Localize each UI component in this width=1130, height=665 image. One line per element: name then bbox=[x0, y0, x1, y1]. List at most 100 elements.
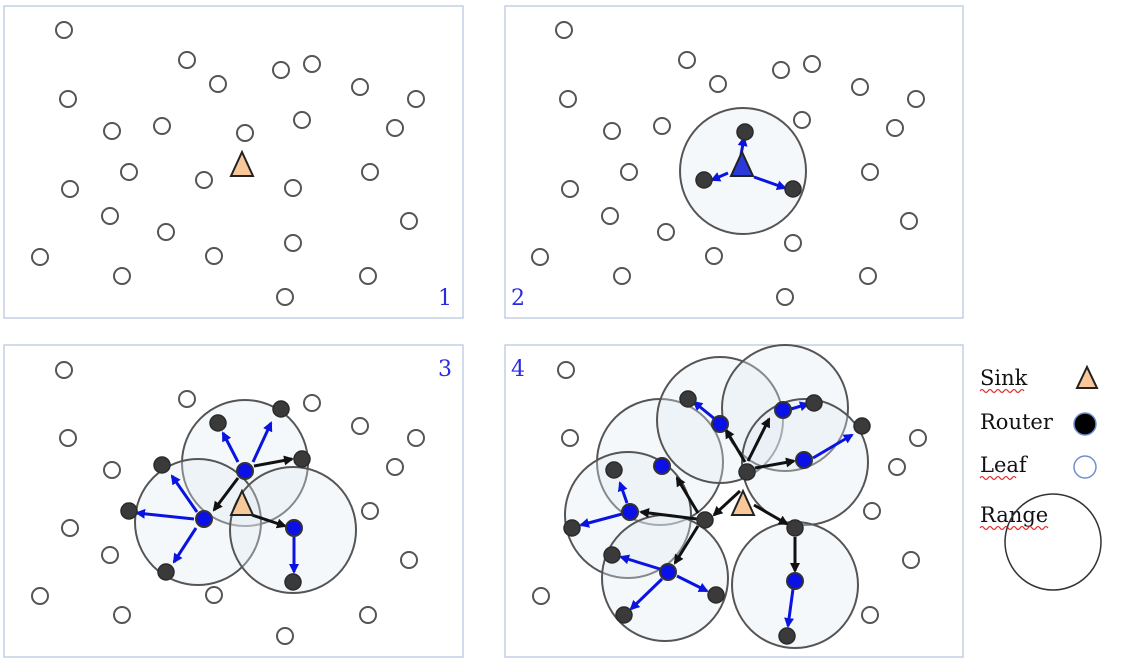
sink-triangle-icon bbox=[729, 149, 755, 177]
sink-triangle-icon bbox=[229, 488, 255, 516]
leaf-node bbox=[276, 288, 294, 306]
leaf-node bbox=[400, 551, 418, 569]
leaf-node bbox=[236, 124, 254, 142]
panel-2-frame bbox=[504, 5, 964, 319]
leaf-node bbox=[59, 429, 77, 447]
active-router-node bbox=[195, 510, 213, 528]
leaf-node bbox=[613, 267, 631, 285]
panel-3-frame bbox=[3, 344, 464, 658]
active-router-node bbox=[653, 457, 671, 475]
leaf-node bbox=[709, 75, 727, 93]
leaf-node bbox=[561, 429, 579, 447]
router-node bbox=[209, 414, 227, 432]
router-node bbox=[615, 606, 633, 624]
leaf-node bbox=[31, 587, 49, 605]
legend-router-icon bbox=[1073, 412, 1097, 436]
leaf-nodes bbox=[31, 21, 927, 645]
router-node bbox=[738, 463, 756, 481]
leaf-node bbox=[784, 234, 802, 252]
leaf-node bbox=[209, 75, 227, 93]
active-router-node bbox=[711, 415, 729, 433]
leaf-node bbox=[557, 361, 575, 379]
active-router-node bbox=[659, 563, 677, 581]
leaf-node bbox=[678, 51, 696, 69]
panel-number-1: 1 bbox=[438, 286, 452, 311]
panel-1-frame bbox=[3, 5, 464, 319]
leaf-node bbox=[361, 163, 379, 181]
router-node bbox=[605, 461, 623, 479]
leaf-node bbox=[59, 90, 77, 108]
router-node bbox=[736, 123, 754, 141]
panel-4-frame bbox=[504, 344, 964, 658]
leaf-node bbox=[351, 78, 369, 96]
panel-number-3: 3 bbox=[438, 357, 452, 382]
leaf-node bbox=[276, 627, 294, 645]
leaf-node bbox=[103, 122, 121, 140]
leaf-node bbox=[284, 234, 302, 252]
sink-nodes bbox=[229, 149, 756, 516]
leaf-node bbox=[153, 117, 171, 135]
leaf-node bbox=[272, 61, 290, 79]
leaf-node bbox=[531, 248, 549, 266]
leaf-node bbox=[902, 551, 920, 569]
leaf-node bbox=[61, 180, 79, 198]
leaf-node bbox=[361, 502, 379, 520]
panel-number-4: 4 bbox=[511, 357, 525, 382]
legend-leaf-icon bbox=[1073, 455, 1097, 479]
active-router-node bbox=[236, 462, 254, 480]
leaf-node bbox=[653, 117, 671, 135]
leaf-node bbox=[886, 119, 904, 137]
leaf-node bbox=[851, 78, 869, 96]
leaf-node bbox=[861, 163, 879, 181]
router-node bbox=[153, 456, 171, 474]
sink-triangle-icon bbox=[229, 149, 255, 177]
leaf-node bbox=[532, 587, 550, 605]
leaf-node bbox=[284, 179, 302, 197]
router-node bbox=[563, 519, 581, 537]
legend-sink-triangle-icon bbox=[1075, 364, 1099, 389]
leaf-node bbox=[113, 606, 131, 624]
router-node bbox=[157, 563, 175, 581]
leaf-node bbox=[561, 180, 579, 198]
router-node bbox=[853, 417, 871, 435]
leaf-node bbox=[601, 207, 619, 225]
leaf-node bbox=[120, 163, 138, 181]
legend-range-circle-icon bbox=[1004, 493, 1102, 591]
router-node bbox=[707, 586, 725, 604]
active-router-node bbox=[621, 503, 639, 521]
leaf-node bbox=[407, 90, 425, 108]
panel-number-2: 2 bbox=[511, 286, 525, 311]
leaf-node bbox=[205, 247, 223, 265]
leaf-node bbox=[705, 247, 723, 265]
leaf-node bbox=[113, 267, 131, 285]
legend-router-label: Router bbox=[980, 410, 1054, 434]
sink-triangle-icon bbox=[730, 488, 756, 516]
leaf-node bbox=[386, 458, 404, 476]
router-node bbox=[284, 573, 302, 591]
leaf-node bbox=[859, 267, 877, 285]
leaf-node bbox=[101, 207, 119, 225]
router-node bbox=[603, 546, 621, 564]
legend: Sink Router Leaf Range bbox=[979, 364, 1102, 591]
leaf-node bbox=[657, 223, 675, 241]
router-nodes bbox=[120, 123, 871, 645]
leaf-node bbox=[803, 55, 821, 73]
leaf-node bbox=[620, 163, 638, 181]
router-node bbox=[786, 519, 804, 537]
leaf-node bbox=[900, 212, 918, 230]
leaf-node bbox=[359, 267, 377, 285]
leaf-node bbox=[559, 90, 577, 108]
leaf-node bbox=[61, 519, 79, 537]
router-node bbox=[784, 180, 802, 198]
leaf-node bbox=[195, 171, 213, 189]
leaf-node bbox=[178, 51, 196, 69]
leaf-node bbox=[303, 394, 321, 412]
legend-leaf-label: Leaf bbox=[980, 453, 1029, 477]
active-router-node bbox=[285, 519, 303, 537]
leaf-node bbox=[861, 606, 879, 624]
leaf-node bbox=[793, 111, 811, 129]
leaf-node bbox=[293, 111, 311, 129]
active-router-node bbox=[774, 401, 792, 419]
router-node bbox=[805, 394, 823, 412]
spellcheck-underline bbox=[979, 475, 1017, 481]
